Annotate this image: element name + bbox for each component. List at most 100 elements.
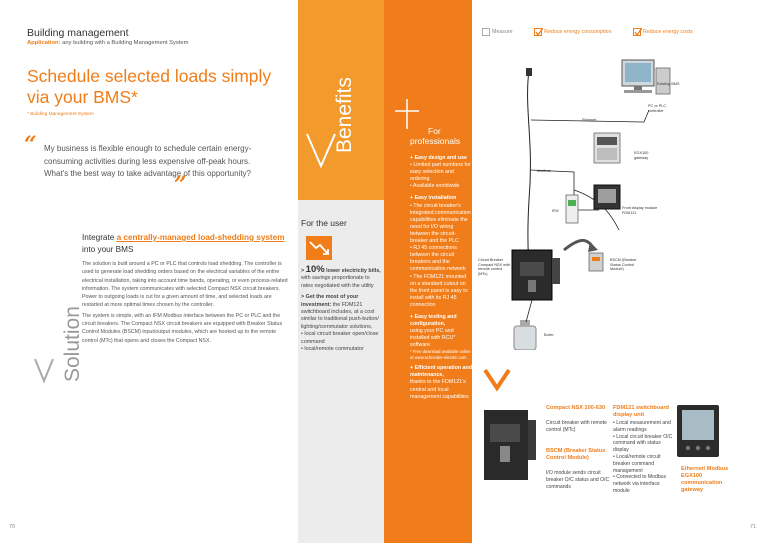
customer-quote: My business is flexible enough to schedu… <box>44 144 252 178</box>
pro-section: + Easy design and use • Limited part num… <box>410 155 472 190</box>
pro-benefits-band <box>384 0 472 543</box>
pro-section: + Easy testing and configuration, using … <box>410 314 472 360</box>
pro-section: + Easy installation • The circuit breake… <box>410 195 472 309</box>
user-benefits-text: > 10% lower electricity bills, with savi… <box>301 264 383 353</box>
system-diagram <box>511 59 671 350</box>
application-line: Application: any building with a Buildin… <box>27 40 188 46</box>
bscm-text: I/O module sends circuit breaker O/C sta… <box>546 470 610 490</box>
benefit-1-text: with savings proportionate to rates nego… <box>301 275 374 289</box>
tag-measure: Measure <box>482 28 513 36</box>
label-ifm: IFM <box>552 209 559 213</box>
page-headline: Schedule selected loads simply via your … <box>27 66 272 107</box>
pro-section-head: + Easy design and use <box>410 155 467 161</box>
fdm-title: FDM121 switchboard display unit <box>613 405 669 418</box>
label-ethernet: Ethernet <box>582 118 597 122</box>
boiler-icon <box>513 320 537 350</box>
pro-line: * Free download available online at www.… <box>410 349 471 360</box>
tag-label: Reduce energy consumption <box>544 29 612 36</box>
bscm-title: BSCM (Breaker Status Control Module) <box>546 448 606 461</box>
pro-benefits-list: + Easy design and use • Limited part num… <box>410 155 472 406</box>
benefit-2-bold: > Get the most of your investment: <box>301 294 359 308</box>
integrate-highlight: a centrally-managed load-shedding system <box>116 233 285 242</box>
unchecked-box-icon <box>482 28 490 36</box>
solution-paragraph-2: The system is simple, with an IFM Modbus… <box>82 312 283 344</box>
checked-box-icon <box>633 28 643 36</box>
pro-line: thanks to the FDM121's central and local… <box>410 379 469 400</box>
user-benefits-title: For the user <box>301 218 347 228</box>
tag-label: Measure <box>492 29 513 36</box>
integrate-heading: Integrate a centrally-managed load-shedd… <box>82 232 287 255</box>
pro-section-head: + Easy installation <box>410 195 457 202</box>
label-existing-bms: Existing BMS <box>657 82 680 86</box>
pro-section-head: + Easy testing and configuration, <box>410 313 457 328</box>
label-pc-plc: PC or PLC controller <box>648 104 667 113</box>
pro-line: • RJ 45 connections between the circuit … <box>410 245 466 273</box>
fdm-display-icon <box>593 184 621 210</box>
nsx-text: Circuit breaker with remote control (MTc… <box>546 420 607 433</box>
circuit-breaker-icon <box>511 249 560 301</box>
checked-box-icon <box>534 28 544 36</box>
label-modbus: Modbus <box>537 169 551 173</box>
pro-section-head: + Efficient operation and maintenance, <box>410 365 472 379</box>
product-chevron-icon <box>483 368 511 392</box>
egx-gateway-icon <box>593 132 621 164</box>
tag-label: Reduce energy costs <box>643 29 693 36</box>
benefits-heading: Benefits <box>298 0 384 200</box>
pro-line: • Available worldwide <box>410 183 460 190</box>
benefits-chevron-icon <box>306 133 336 169</box>
solution-body: The solution is built around a PC or PLC… <box>82 260 289 347</box>
tag-reduce-costs: Reduce energy costs <box>633 28 693 36</box>
benefit-1-bold: lower electricity bills, <box>324 268 381 274</box>
pro-line: using your PC and installed with RCU* so… <box>410 328 456 349</box>
label-bscm: BSCM (Breaker Status Control Module) <box>610 258 637 272</box>
pro-benefits-title: For professionals <box>410 126 460 146</box>
down-trend-icon <box>306 236 332 260</box>
pro-title-line-1: For <box>428 126 441 136</box>
pro-line: • The circuit breaker's integrated commu… <box>410 202 471 245</box>
pro-section: + Efficient operation and maintenance, t… <box>410 365 472 400</box>
objective-tags: Measure Reduce energy consumption Reduce… <box>482 28 713 36</box>
close-quote-icon: ” <box>174 172 187 198</box>
user-benefit-2: > Get the most of your investment: the F… <box>301 294 383 353</box>
fdm-line: • Local/remote circuit breaker command m… <box>613 453 661 474</box>
ifm-module-icon <box>565 194 579 224</box>
label-circuit-breaker: Circuit Breaker Compact NSX with remote … <box>478 258 510 276</box>
open-quote-icon: “ <box>24 132 37 158</box>
nsx-title: Compact NSX 100-630 <box>546 405 606 411</box>
label-boiler: Boiler <box>544 333 554 337</box>
integrate-suffix: into your BMS <box>82 244 134 254</box>
tag-reduce-consumption: Reduce energy consumption <box>534 28 612 36</box>
fdm-line: • Connected to Modbus network via interf… <box>613 474 667 494</box>
pro-line: • Limited part numbers for easy selectio… <box>410 162 471 183</box>
benefit-2-bullet-1: • local circuit breaker open/close comma… <box>301 331 379 345</box>
fdm-line: • Local circuit breaker O/C command with… <box>613 433 673 454</box>
page-number-left: 70 <box>9 524 16 530</box>
page-number-right: 71 <box>750 524 757 530</box>
pc-monitor-icon <box>621 59 671 95</box>
benefit-1-prefix: > <box>301 268 306 274</box>
application-label: Application: <box>27 40 61 46</box>
label-egx: EGX100 gateway <box>634 151 649 160</box>
pro-title-line-2: professionals <box>410 136 461 146</box>
benefits-header-band <box>298 0 384 200</box>
solution-paragraph-1: The solution is built around a PC or PLC… <box>82 261 288 309</box>
plus-icon <box>395 99 419 129</box>
footnote: * Building Management System <box>27 112 94 117</box>
compact-nsx-photo <box>484 410 536 480</box>
application-text: any building with a Building Management … <box>62 40 189 46</box>
pro-line: • The FDM121 mounted on a standard cutou… <box>410 273 468 308</box>
bscm-module-icon <box>588 252 604 272</box>
benefit-2-bullet-2: • local/remote commutator <box>301 346 364 353</box>
fdm121-photo <box>677 405 719 457</box>
fdm-text: • Local measurement and alarm readings •… <box>613 420 677 495</box>
label-front-display: Front display module FDM121 <box>622 206 658 215</box>
fdm-line: • Local measurement and alarm readings <box>613 420 671 433</box>
solution-heading: Solution <box>53 258 84 382</box>
section-title: Building management <box>27 27 129 39</box>
integrate-prefix: Integrate <box>82 233 117 242</box>
benefit-2-text: the FDM121 switchboard includes, at a co… <box>301 301 379 330</box>
egx-title: Ethernet/ Modbus EGX100 communication ga… <box>681 466 729 493</box>
chevron-down-icon <box>34 358 54 384</box>
user-benefit-1: > 10% lower electricity bills, with savi… <box>301 264 383 290</box>
benefit-1-percent: 10% <box>305 264 325 275</box>
